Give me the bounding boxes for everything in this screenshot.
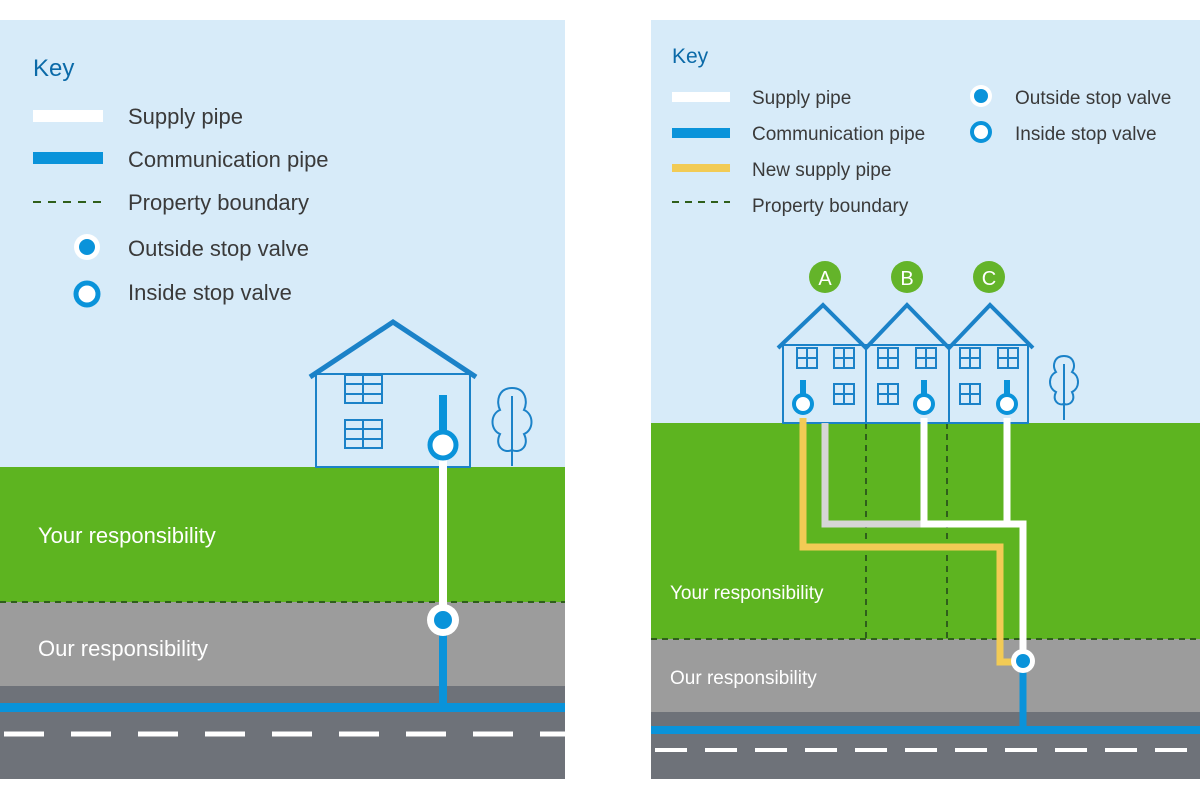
supply-pipe-swatch bbox=[672, 92, 730, 102]
left-key-label-inside-stop-valve: Inside stop valve bbox=[128, 280, 292, 305]
left-your-responsibility-label: Your responsibility bbox=[38, 523, 216, 548]
right-your-responsibility-label: Your responsibility bbox=[670, 583, 824, 604]
tree-icon bbox=[1049, 354, 1079, 420]
supply-pipe-swatch bbox=[33, 110, 103, 122]
right-key-label-property-boundary: Property boundary bbox=[752, 196, 909, 217]
left-grass bbox=[0, 467, 565, 602]
right-our-responsibility-label: Our responsibility bbox=[670, 668, 817, 689]
right-key-label-new-supply-pipe: New supply pipe bbox=[752, 160, 891, 181]
right-ground bbox=[651, 639, 1200, 712]
outside-stop-valve-icon-dot bbox=[974, 89, 988, 103]
left-main-water-main bbox=[0, 703, 565, 712]
house-a-label: A bbox=[818, 268, 832, 290]
left-our-responsibility-label: Our responsibility bbox=[38, 636, 208, 661]
inside-stop-valve-icon bbox=[970, 121, 992, 143]
inside-stop-valve-icon bbox=[427, 429, 459, 461]
house-b-marker: B bbox=[891, 261, 923, 293]
left-panel: Key Supply pipe Communication pipe Prope… bbox=[0, 20, 565, 779]
old-shared-supply-pipe bbox=[821, 423, 924, 528]
communication-pipe-swatch bbox=[672, 128, 730, 138]
left-ground bbox=[0, 602, 565, 686]
window-icon bbox=[344, 419, 383, 449]
house-a-marker: A bbox=[809, 261, 841, 293]
new-supply-pipe bbox=[799, 418, 1015, 666]
window-icon bbox=[796, 347, 1019, 405]
left-key-label-outside-stop-valve: Outside stop valve bbox=[128, 236, 309, 261]
right-road bbox=[651, 712, 1200, 779]
tree-icon bbox=[491, 386, 533, 466]
inside-stop-valve-icon bbox=[996, 393, 1018, 415]
left-key-label-property-boundary: Property boundary bbox=[128, 190, 309, 215]
right-key-label-outside-stop-valve: Outside stop valve bbox=[1015, 88, 1171, 109]
communication-pipe-swatch bbox=[33, 152, 103, 164]
left-key: Key Supply pipe Communication pipe Prope… bbox=[33, 55, 329, 308]
terraced-houses-icon bbox=[776, 302, 1035, 424]
inside-stop-valve-icon bbox=[792, 393, 814, 415]
right-key-label-supply-pipe: Supply pipe bbox=[752, 88, 851, 109]
shared-supply-pipe bbox=[920, 418, 1027, 650]
right-panel: Key Supply pipe Communication pipe New s… bbox=[651, 20, 1200, 779]
inside-stop-valve-icon bbox=[913, 393, 935, 415]
right-key-label-inside-stop-valve: Inside stop valve bbox=[1015, 124, 1157, 145]
house-c-label: C bbox=[982, 268, 996, 290]
inside-stop-valve-icon bbox=[73, 280, 101, 308]
outside-stop-valve-icon-dot bbox=[79, 239, 95, 255]
window-icon bbox=[344, 374, 383, 404]
outside-stop-valve-icon-dot bbox=[1016, 654, 1030, 668]
left-key-label-communication-pipe: Communication pipe bbox=[128, 147, 329, 172]
right-key: Key Supply pipe Communication pipe New s… bbox=[672, 45, 1171, 217]
right-key-label-communication-pipe: Communication pipe bbox=[752, 124, 925, 145]
right-key-title: Key bbox=[672, 45, 709, 68]
left-key-label-supply-pipe: Supply pipe bbox=[128, 104, 243, 129]
left-key-title: Key bbox=[33, 55, 74, 82]
right-main-water-main bbox=[651, 726, 1200, 734]
house-b-label: B bbox=[900, 268, 913, 290]
new-supply-pipe-swatch bbox=[672, 164, 730, 172]
outside-stop-valve-icon-dot bbox=[434, 611, 452, 629]
house-c-marker: C bbox=[973, 261, 1005, 293]
